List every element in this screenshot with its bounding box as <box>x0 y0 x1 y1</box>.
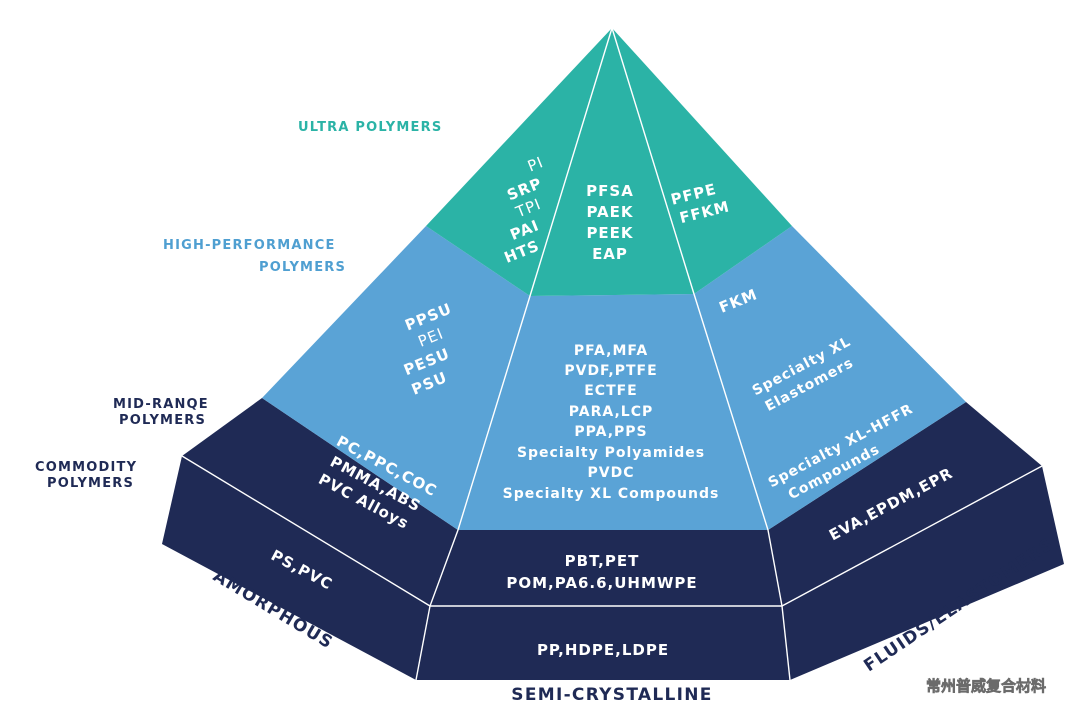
cell-item: PP,HDPE,LDPE <box>537 641 669 659</box>
high-right-face <box>694 226 966 530</box>
mid-left-face <box>182 398 458 606</box>
cell-item: PVDF,PTFE <box>564 363 657 379</box>
cell-item: EAP <box>592 245 628 263</box>
ultra-right-face <box>612 28 792 294</box>
tier-label-commodity-line1: COMMODITY <box>35 460 137 475</box>
tier-label-ultra: ULTRA POLYMERS <box>298 120 442 135</box>
cell-high-center: PFA,MFA PVDF,PTFE ECTFE PARA,LCP PPA,PPS… <box>503 343 720 502</box>
ridge-right <box>611 27 791 681</box>
cell-item: PPA,PPS <box>574 424 647 440</box>
cell-item: PEEK <box>586 224 633 242</box>
cell-item: ECTFE <box>584 383 638 399</box>
divider-lines <box>181 27 1043 681</box>
ultra-center-face <box>530 28 694 296</box>
tier-label-commodity-line2: POLYMERS <box>47 476 134 491</box>
mid-center-face <box>430 530 782 606</box>
high-center-face <box>458 294 768 530</box>
cell-mid-center: PBT,PET POM,PA6.6,UHMWPE <box>506 552 697 592</box>
tier-label-mid-line1: MID-RANQE <box>113 397 209 412</box>
ridge-left <box>415 27 613 681</box>
ultra-left-face <box>426 28 612 296</box>
axis-label-semi-crystalline: SEMI-CRYSTALLINE <box>511 685 712 705</box>
tier-label-mid-line2: POLYMERS <box>119 413 206 428</box>
commodity-mid-sep-left <box>181 455 431 607</box>
cell-commodity-center: PP,HDPE,LDPE <box>537 641 669 659</box>
cell-item: PFSA <box>586 182 634 200</box>
watermark-text: 常州普威复合材料 <box>926 677 1046 695</box>
commodity-mid-sep-right <box>781 465 1043 607</box>
cell-ultra-center: PFSA PAEK PEEK EAP <box>586 182 634 263</box>
cell-item: POM,PA6.6,UHMWPE <box>506 574 697 592</box>
cell-item: Specialty Polyamides <box>517 445 705 461</box>
cell-item: PI <box>525 153 546 175</box>
cell-ultra-left: PI SRP TPI PAI HTS <box>502 153 547 267</box>
high-left-face <box>262 226 530 530</box>
tier-ultra <box>426 28 792 296</box>
tier-label-high-line2: POLYMERS <box>259 260 346 275</box>
cell-item: Specialty XL Compounds <box>503 486 720 502</box>
tier-mid <box>182 398 1042 606</box>
cell-item: PBT,PET <box>565 552 640 570</box>
tier-commodity <box>162 456 1064 680</box>
cell-item: PFA,MFA <box>574 343 648 359</box>
commodity-right-face <box>782 466 1064 680</box>
tier-high <box>262 226 966 530</box>
cell-item: PVDC <box>588 465 635 481</box>
commodity-center-face <box>416 606 790 680</box>
mid-right-face <box>768 402 1042 606</box>
tier-label-high-line1: HIGH-PERFORMANCE <box>163 238 336 253</box>
cell-item: PAEK <box>586 203 633 221</box>
commodity-left-face <box>162 456 430 680</box>
cell-item: PARA,LCP <box>569 404 653 420</box>
